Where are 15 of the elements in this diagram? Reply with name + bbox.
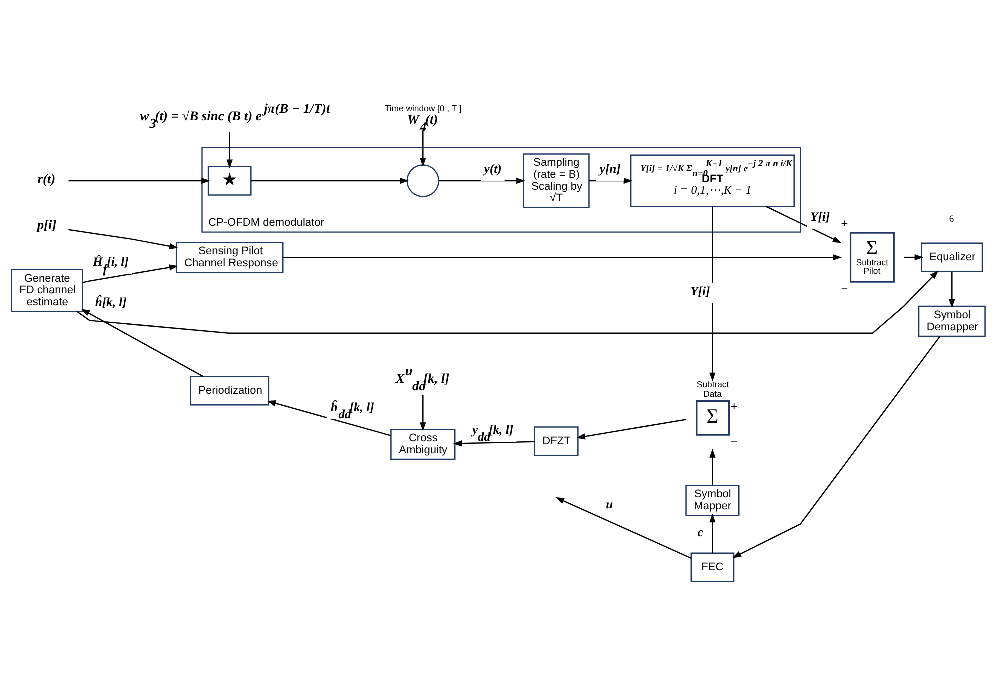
node-label: Subtract Data [696, 379, 730, 399]
node-label: + [730, 399, 738, 414]
edge-label: ĥ[k, l] [95, 294, 127, 309]
edge-label: y[n] [600, 162, 621, 176]
edge-label: u [606, 496, 614, 511]
node-text: p[i] [37, 216, 57, 232]
node-text: r(t) [38, 171, 56, 186]
node-label: − [841, 282, 848, 296]
edge-label: y(t) [484, 162, 502, 176]
node-label: + [841, 216, 848, 230]
node-label: − [730, 434, 738, 449]
edge-label: c [698, 525, 704, 540]
label: 6 [949, 214, 954, 225]
edge-label: Y[i] [810, 210, 830, 224]
edge-label: Y[i] [690, 284, 710, 298]
